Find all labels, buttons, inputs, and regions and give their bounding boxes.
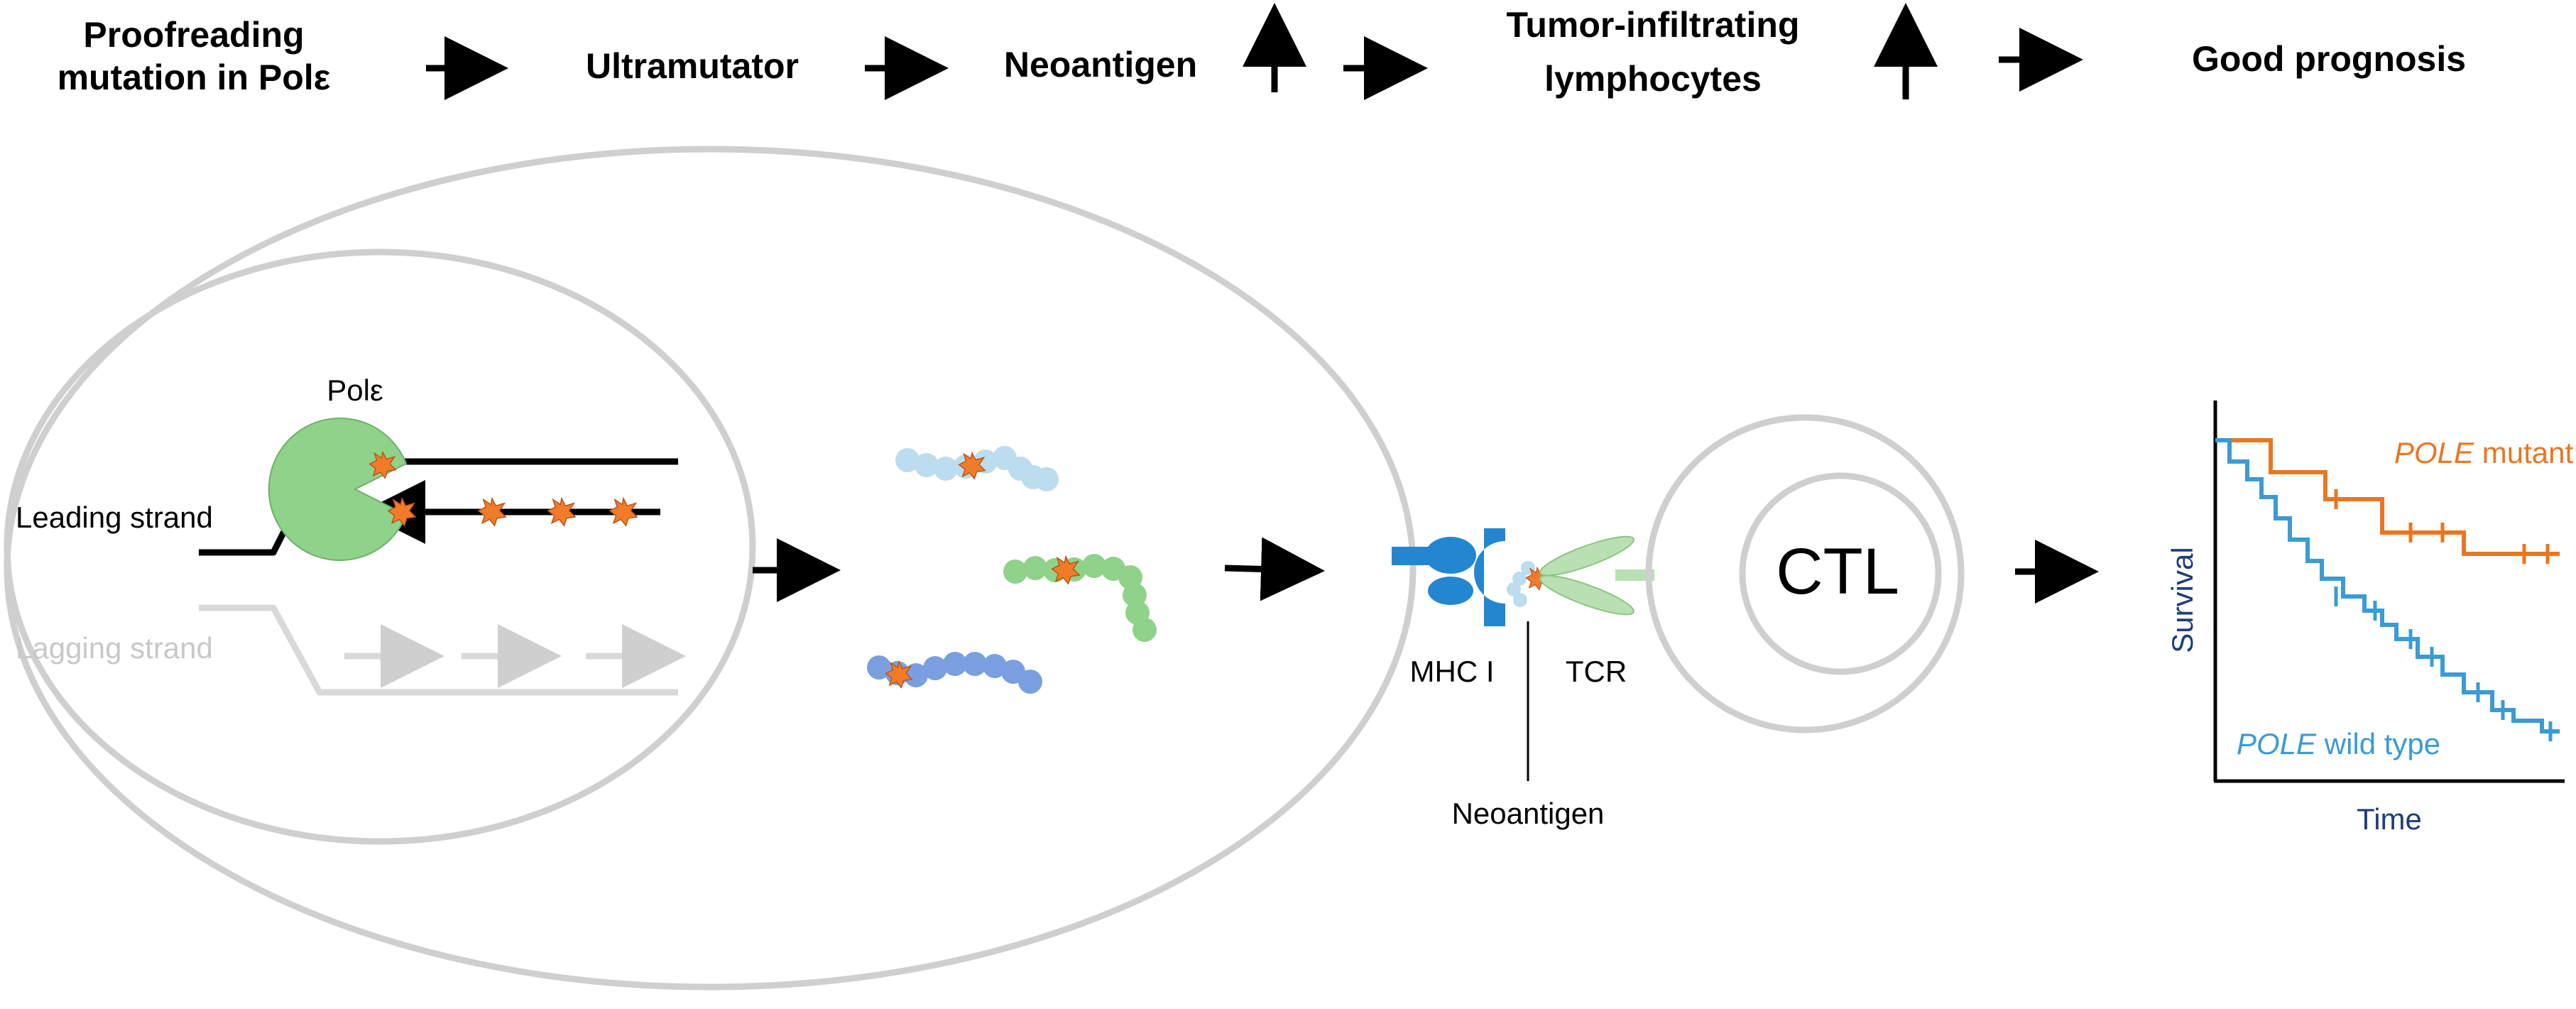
lagging-strand-label: Lagging strand [16,631,213,665]
polymerase-label: Polε [327,373,383,407]
lagging-parental-strand [199,604,678,696]
legend-pole-wildtype: POLE wild type [2237,727,2440,760]
ctl-nucleus [1739,472,1942,675]
flow-step-good-prognosis: Good prognosis [2192,39,2466,79]
cell-membrane [4,146,1417,991]
mhc-peptide-groove [1474,528,1505,626]
survival-chart: Survival Time POLE mutant POLE wild type [2166,400,2573,836]
polymerase-epsilon [268,418,408,561]
mutant-peptides [867,446,1157,694]
legend-pole-wildtype-gene: POLE [2237,727,2317,760]
flow-step-neoantigen: Neoantigen [1004,45,1197,84]
flow-step-til-line2: lymphocytes [1544,59,1762,99]
peptide-green [1003,554,1157,642]
ctl-label: CTL [1776,535,1899,608]
flow-row: Proofreading mutation in Polε Ultramutat… [58,3,2466,100]
tcr-beta-chain [1539,574,1634,616]
legend-pole-mutant: POLE mutant [2394,436,2573,469]
tcr-label: TCR [1566,655,1627,688]
legend-pole-mutant-gene: POLE [2394,436,2474,469]
arrow-to-mhc [1224,537,1325,601]
y-axis-label: Survival [2166,547,2199,653]
mhc-class-i [1392,528,1549,626]
tcr-alpha-chain [1539,535,1634,577]
nucleus-membrane [4,249,756,845]
tcr-stalk [1615,569,1654,581]
leading-strand-label: Leading strand [16,501,213,534]
flow-step-ultramutator: Ultramutator [586,46,799,86]
flow-step-proofreading-line2: mutation in Polε [58,58,331,97]
series-line-pole-mutant [2215,438,2560,556]
ctl-membrane [1645,414,1965,733]
x-axis-label: Time [2357,802,2422,836]
series-line-pole-wildtype [2215,438,2560,733]
censor-marks-pole-wildtype [2334,587,2553,741]
legend-pole-mutant-rest: mutant [2474,436,2573,469]
neoantigen-label: Neoantigen [1452,797,1605,830]
flow-step-til-line1: Tumor-infiltrating [1507,5,1800,45]
tumor-cell [4,146,1417,991]
cytotoxic-t-cell: CTL [1645,414,1965,733]
replication-fork: Polε Leading strand Lagging strand [16,373,686,696]
mhc-domain-a3 [1425,537,1476,574]
flow-step-proofreading-line1: Proofreading [83,15,304,55]
mhc-label: MHC I [1410,655,1495,688]
censor-marks-pole-mutant [2334,489,2550,564]
legend-pole-wildtype-rest: wild type [2316,727,2440,760]
mhc-domain-b2m [1428,577,1473,605]
t-cell-receptor [1539,535,1654,616]
